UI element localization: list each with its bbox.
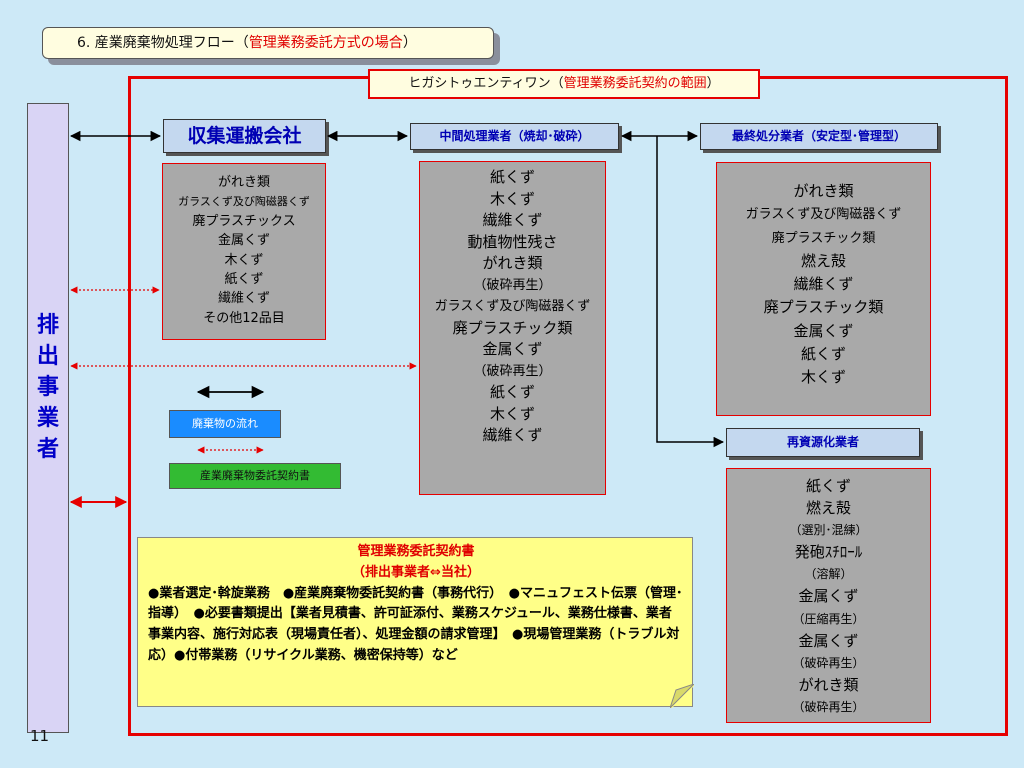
list-item: 金属くず <box>793 321 854 340</box>
list-item: ガラスくず及び陶磁器くず <box>178 195 310 209</box>
list-item: 燃え殻 <box>800 251 846 270</box>
list-item: （圧縮再生） <box>792 611 865 626</box>
emitter-box: 排 出 事 業 者 <box>27 103 69 733</box>
contract-scope-label: ヒガシトゥエンティワン（管理業務委託契約の範囲） <box>368 69 760 99</box>
legend-waste-flow: 廃棄物の流れ <box>169 410 281 438</box>
list-item: がれき類 <box>217 175 270 190</box>
emitter-char: 出 <box>36 344 59 369</box>
emitter-char: 業 <box>36 406 59 431</box>
title-prefix: 6. 産業廃棄物処理フロー（ <box>77 35 249 51</box>
emitter-label: 排 出 事 業 者 <box>28 310 68 465</box>
list-item: その他12品目 <box>203 310 285 326</box>
flow-arrow-to-recycler <box>656 136 725 448</box>
scope-suffix: ） <box>706 76 720 91</box>
final-disposal-header: 最終処分業者（安定型･管理型） <box>700 123 938 150</box>
collector-header: 収集運搬会社 <box>163 119 326 153</box>
slide-title: 6. 産業廃棄物処理フロー（管理業務委託方式の場合） <box>42 27 494 59</box>
list-item: 木くず <box>489 189 535 208</box>
list-item: がれき類 <box>798 675 859 694</box>
emitter-char: 排 <box>36 313 59 338</box>
list-item: 燃え殻 <box>805 499 851 518</box>
list-item: 金属くず <box>798 631 859 650</box>
list-item: 動植物性残さ <box>467 232 558 251</box>
list-item: 紙くず <box>805 477 851 495</box>
scope-highlight: 管理業務委託契約の範囲 <box>563 76 707 91</box>
list-item: 木くず <box>224 252 264 268</box>
emitter-char: 事 <box>36 375 59 400</box>
collector-items-box: がれき類ガラスくず及び陶磁器くず廃プラスチックス金属くず木くず紙くず繊維くずその… <box>162 163 326 340</box>
list-item: 廃プラスチック類 <box>763 298 884 317</box>
scope-prefix: ヒガシトゥエンティワン（ <box>408 76 564 91</box>
list-item: （溶解） <box>804 567 853 582</box>
list-item: 紙くず <box>489 383 535 401</box>
management-contract-note: 管理業務委託契約書 （排出事業者⇔当社） ●業者選定･斡旋業務 ●産業廃棄物委託… <box>137 537 693 707</box>
list-item: 金属くず <box>798 587 859 606</box>
list-item: 繊維くず <box>793 275 854 294</box>
list-item: 繊維くず <box>482 211 543 229</box>
list-item: 廃プラスチック類 <box>771 230 876 246</box>
list-item: 発砲ｽﾁﾛｰﾙ <box>794 543 863 562</box>
title-highlight: 管理業務委託方式の場合 <box>248 35 403 51</box>
list-item: 紙くず <box>224 272 264 288</box>
list-item: （破砕再生） <box>473 363 552 379</box>
list-item: 廃プラスチック類 <box>452 318 573 337</box>
list-item: 廃プラスチックス <box>192 213 296 229</box>
recycler-items-box: 紙くず燃え殻 （選別･混練） 発砲ｽﾁﾛｰﾙ （溶解） 金属くず （圧縮再生） 金属くず （破… <box>726 468 931 723</box>
note-title: 管理業務委託契約書 <box>357 544 475 559</box>
list-item: 繊維くず <box>217 291 270 307</box>
title-suffix: ） <box>402 35 417 51</box>
list-item: ガラスくず及び陶磁器くず <box>745 207 902 223</box>
list-item: がれき類 <box>482 254 543 272</box>
note-subtitle: （排出事業者⇔当社） <box>352 564 480 580</box>
list-item: 紙くず <box>800 345 846 364</box>
list-item: （破砕再生） <box>473 277 552 293</box>
emitter-char: 者 <box>36 437 59 462</box>
list-item: （選別･混練） <box>789 523 868 538</box>
list-item: 木くず <box>489 404 535 423</box>
intermediate-items-box: 紙くず木くず繊維くず動植物性残さがれき類（破砕再生）ガラスくず及び陶磁器くず廃プ… <box>419 161 606 495</box>
list-item: （破砕再生） <box>792 699 865 714</box>
recycler-header: 再資源化業者 <box>726 428 920 457</box>
page-number: 11 <box>30 727 50 745</box>
list-item: 紙くず <box>489 168 535 186</box>
legend-contract: 産業廃棄物委託契約書 <box>169 463 341 489</box>
list-item: がれき類 <box>793 182 854 200</box>
list-item: （破砕再生） <box>792 655 865 670</box>
list-item: ガラスくず及び陶磁器くず <box>434 299 591 314</box>
intermediate-header: 中間処理業者（焼却･破砕） <box>410 123 619 150</box>
list-item: 金属くず <box>217 233 270 249</box>
final-disposal-items-box: がれき類ガラスくず及び陶磁器くず廃プラスチック類燃え殻繊維くず廃プラスチック類金… <box>716 162 931 416</box>
page-fold-icon <box>670 684 694 708</box>
list-item: 繊維くず <box>482 426 543 444</box>
list-item: 木くず <box>800 368 846 387</box>
list-item: 金属くず <box>482 340 543 358</box>
note-body: ●業者選定･斡旋業務 ●産業廃棄物委託契約書（事務代行） ●マニュフェスト伝票（… <box>148 585 683 663</box>
